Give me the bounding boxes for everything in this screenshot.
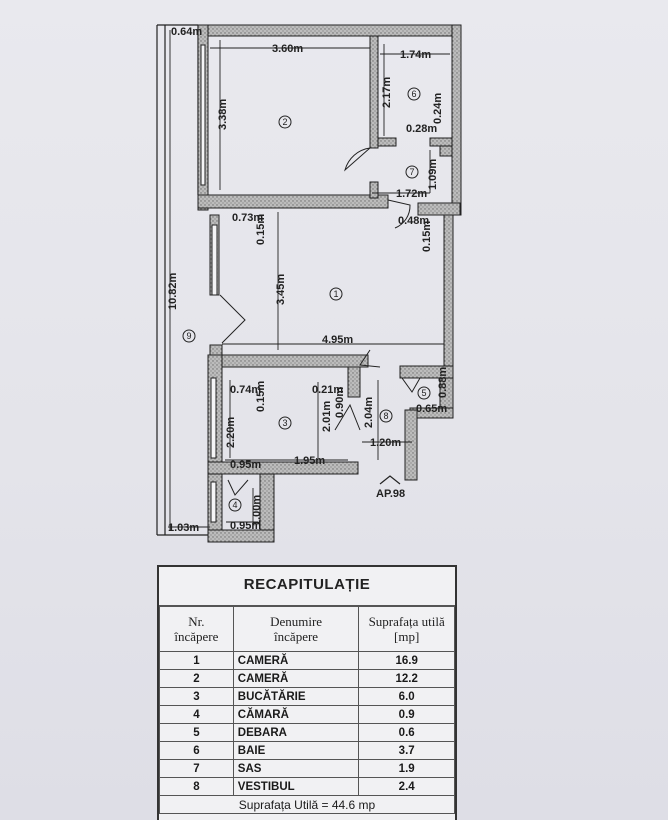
dim-label: 1.09m (427, 159, 439, 190)
dim-label: 0.15m (255, 214, 267, 245)
dim-label: 0.74m (230, 384, 261, 396)
room-marker-2: 2 (278, 115, 292, 129)
dim-label: 0.65m (416, 403, 447, 415)
dim-label: 0.73m (232, 212, 263, 224)
dim-label: 10.82m (167, 272, 179, 310)
room-marker-3: 3 (278, 416, 292, 430)
room-marker-5: 5 (417, 386, 431, 400)
svg-text:3: 3 (282, 418, 287, 428)
dim-label: 2.01m (321, 401, 333, 432)
svg-text:1: 1 (333, 289, 338, 299)
room-markers: 1 2 3 4 5 6 7 8 9 (182, 87, 431, 512)
dim-label: 2.04m (363, 397, 375, 428)
dim-label: 0.95m (230, 459, 261, 471)
dim-label: 1.03m (168, 522, 199, 534)
dim-label: 0.48m (398, 215, 429, 227)
header-area: Suprafața utilă[mp] (358, 606, 455, 652)
room-marker-4: 4 (228, 498, 242, 512)
dim-label: 1.20m (370, 437, 401, 449)
svg-text:9: 9 (186, 331, 191, 341)
dimension-labels: 0.64m 3.60m 1.74m 3.38m 2.17m 0.24m 0.28… (167, 26, 449, 534)
svg-text:4: 4 (232, 500, 237, 510)
dim-label: 0.90m (334, 387, 346, 418)
header-nr: Nr.încăpere (159, 606, 234, 652)
dim-label: 1.74m (400, 49, 431, 61)
dim-label: 1.00m (251, 495, 263, 526)
dim-label: 1.95m (294, 455, 325, 467)
room-marker-1: 1 (329, 287, 343, 301)
dim-label: 0.95m (230, 520, 261, 532)
recap-total-row: Suprafața Utilă = 44.6 mp (159, 795, 455, 814)
dim-label: 0.28m (406, 123, 437, 135)
entrance-marker: AP.98 (376, 475, 405, 500)
dim-label: 3.45m (275, 274, 287, 305)
room-marker-9: 9 (182, 329, 196, 343)
apartment-label: AP.98 (376, 488, 405, 500)
dim-label: 0.21m (312, 384, 343, 396)
dim-label: 2.17m (381, 77, 393, 108)
svg-text:7: 7 (409, 167, 414, 177)
dimension-lines (168, 30, 450, 530)
windows (200, 44, 218, 523)
dim-label: 1.72m (396, 188, 427, 200)
total-area: Suprafața Utilă = 44.6 mp (159, 795, 455, 814)
dim-label: 0.15m (255, 381, 267, 412)
dim-label: 0.64m (171, 26, 202, 38)
svg-text:6: 6 (411, 89, 416, 99)
dim-label: 3.60m (272, 43, 303, 55)
svg-text:5: 5 (421, 388, 426, 398)
dim-label: 4.95m (322, 334, 353, 346)
dim-label: 3.38m (217, 99, 229, 130)
doors (219, 147, 421, 496)
dim-label: 0.24m (432, 93, 444, 124)
recap-title: RECAPITULAȚIE (159, 567, 455, 606)
room-marker-7: 7 (405, 165, 419, 179)
dim-label: 0.15m (421, 221, 433, 252)
dim-label: 0.88m (437, 367, 449, 398)
svg-text:2: 2 (282, 117, 287, 127)
floor-plan: 0.64m 3.60m 1.74m 3.38m 2.17m 0.24m 0.28… (156, 24, 462, 543)
room-marker-8: 8 (379, 409, 393, 423)
room-marker-6: 6 (407, 87, 421, 101)
dim-label: 2.20m (225, 417, 237, 448)
svg-text:8: 8 (383, 411, 388, 421)
